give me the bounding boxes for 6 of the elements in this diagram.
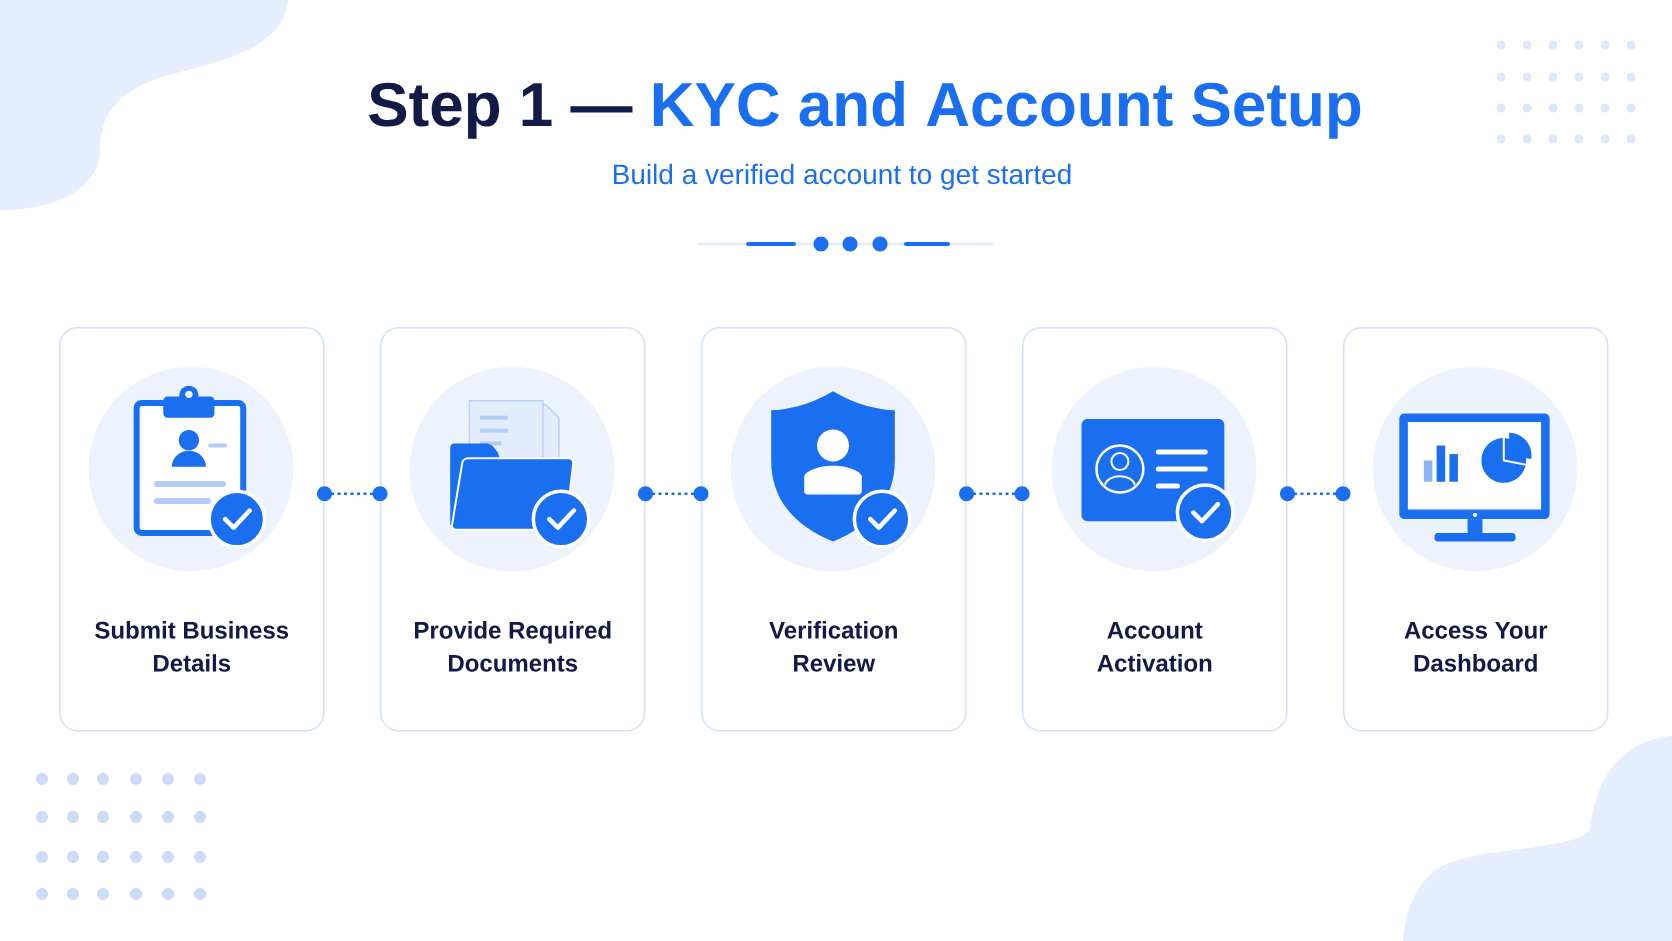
connector [959, 486, 1030, 502]
connector [1280, 486, 1351, 502]
connector [317, 486, 388, 502]
connector [638, 486, 709, 502]
subtitle: Build a verified account to get started [613, 163, 1071, 190]
title: Step 1 — KYC and Account Setup [369, 81, 1361, 139]
